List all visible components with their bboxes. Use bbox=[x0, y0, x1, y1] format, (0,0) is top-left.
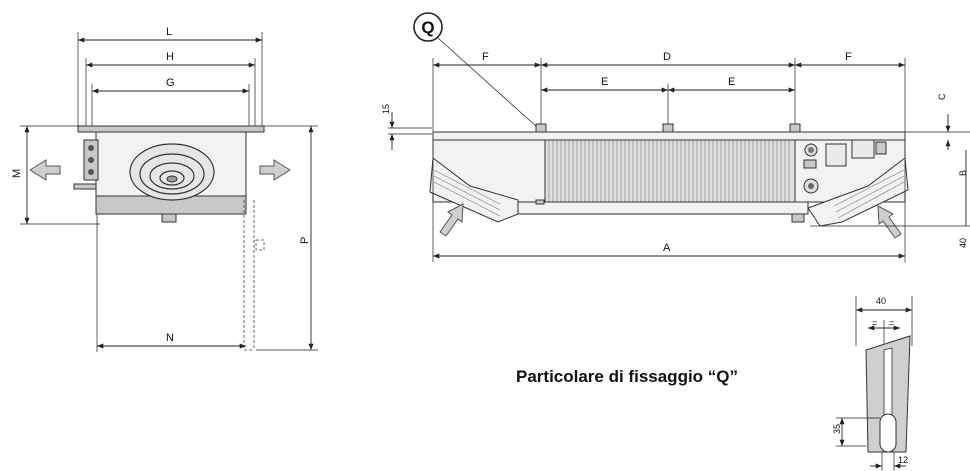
dim-label-L: L bbox=[166, 26, 172, 38]
side-view: L H G bbox=[11, 26, 318, 352]
dim-label-B: B bbox=[958, 170, 968, 176]
dim-label-N: N bbox=[166, 332, 174, 344]
dim-label-G: G bbox=[166, 77, 175, 89]
detail-q: Particolare di fissaggio “Q” 40 = = 35 1… bbox=[516, 296, 913, 471]
dim-label-35: 35 bbox=[832, 424, 842, 434]
dim-label-C: C bbox=[937, 93, 947, 100]
dim-label-E-right: E bbox=[728, 76, 735, 88]
dim-label-P: P bbox=[299, 237, 311, 244]
detail-caption: Particolare di fissaggio “Q” bbox=[516, 367, 738, 386]
dim-label-M: M bbox=[11, 169, 23, 178]
dim-label-H: H bbox=[166, 51, 174, 63]
airflow-in-left-icon bbox=[439, 203, 464, 237]
dim-label-40-detail: 40 bbox=[876, 296, 886, 306]
front-view: Q F D F E E 15 bbox=[381, 12, 970, 262]
dim-label-E-left: E bbox=[601, 76, 608, 88]
airflow-out-right-icon bbox=[259, 159, 291, 181]
dim-label-A: A bbox=[663, 242, 671, 254]
callout-Q: Q bbox=[421, 18, 434, 37]
airflow-in-right-icon bbox=[877, 205, 902, 239]
dim-label-F-left: F bbox=[482, 51, 489, 63]
fan-icon bbox=[129, 143, 215, 201]
dim-label-15: 15 bbox=[381, 104, 391, 114]
dim-label-D: D bbox=[663, 51, 671, 63]
dim-label-40-side: 40 bbox=[958, 238, 968, 248]
dim-label-12: 12 bbox=[898, 455, 908, 465]
equal-left: = bbox=[872, 318, 877, 328]
equal-right: = bbox=[889, 318, 894, 328]
airflow-out-left-icon bbox=[29, 159, 61, 181]
dim-label-F-right: F bbox=[845, 51, 852, 63]
